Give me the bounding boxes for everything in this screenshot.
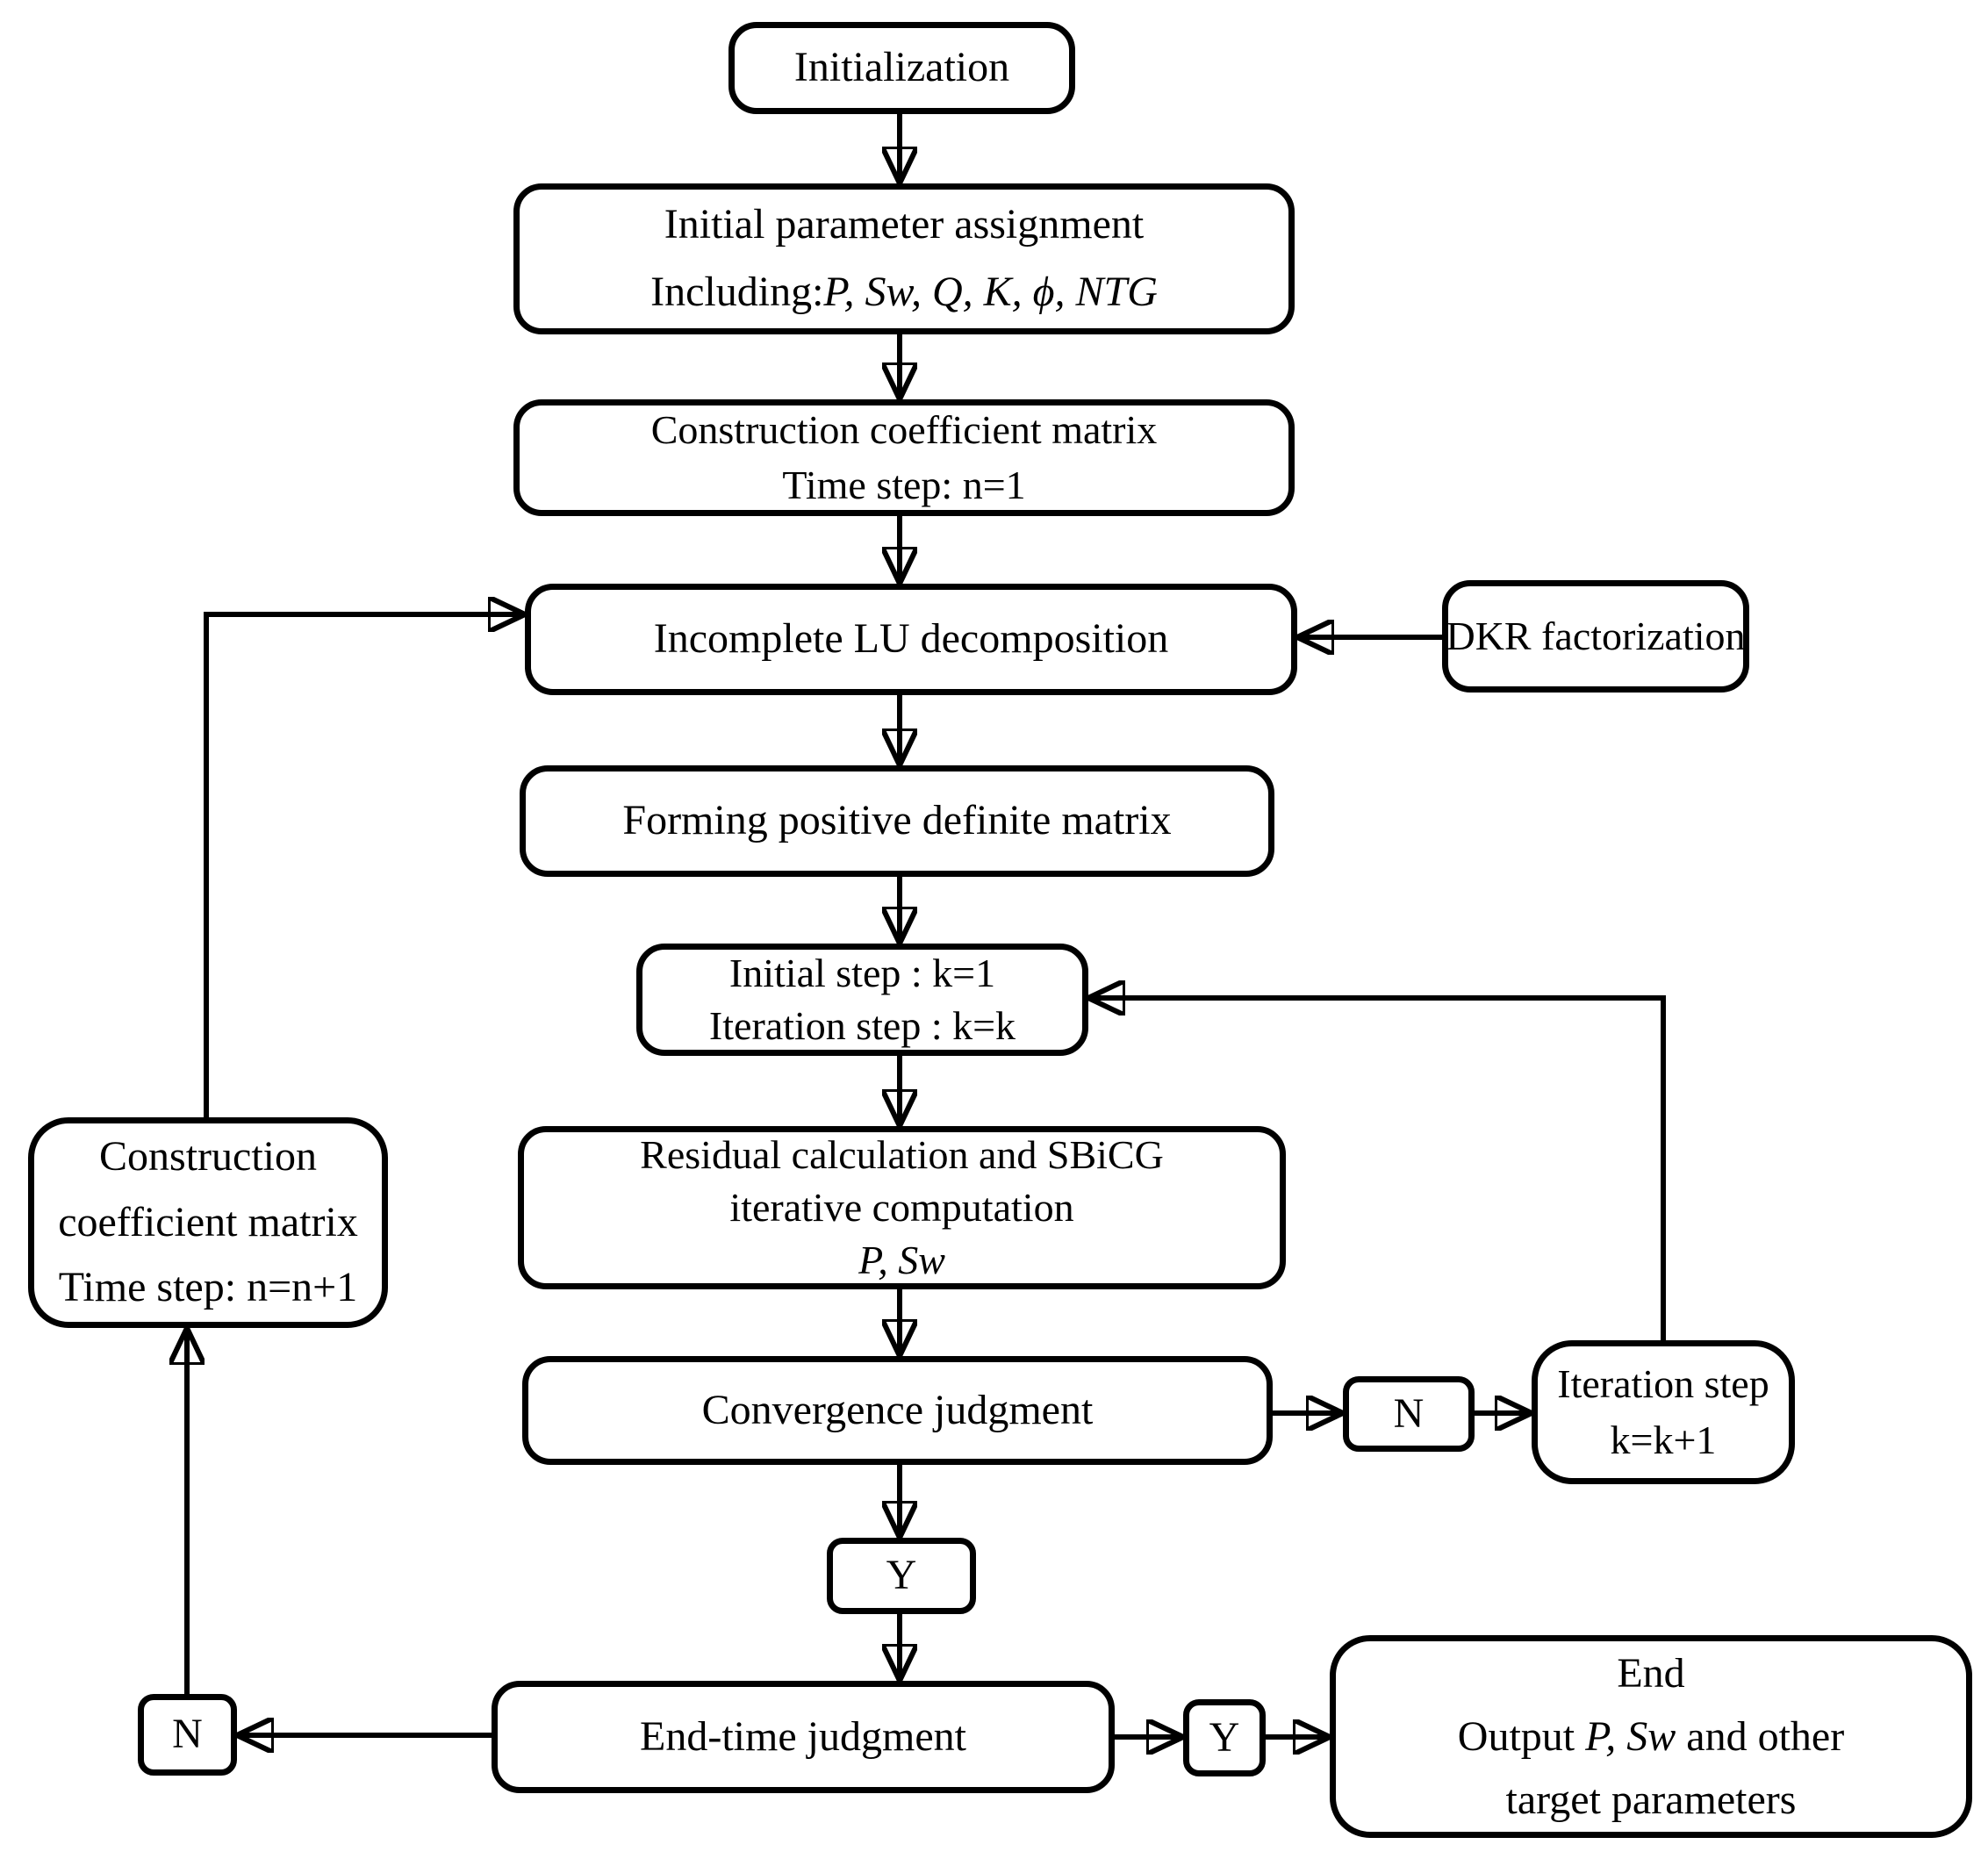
node-initial-step: Initial step : k=1 Iteration step : k=k — [636, 944, 1088, 1056]
node-label-line2: Including:P, Sw, Q, K, ϕ, NTG — [650, 269, 1158, 315]
node-label-line2: Iteration step : k=k — [708, 1003, 1016, 1048]
node-label-line1: Initial parameter assignment — [664, 201, 1145, 248]
node-forming-positive-definite-matrix: Forming positive definite matrix — [520, 765, 1274, 877]
node-label-line2: k=k+1 — [1610, 1417, 1717, 1462]
node-label-line3: P, Sw — [858, 1237, 945, 1282]
node-incomplete-lu-decomposition: Incomplete LU decomposition — [525, 584, 1297, 695]
node-label-line1: Construction — [99, 1133, 317, 1181]
node-construction-coefficient-matrix-n1: Construction coefficient matrix Time ste… — [513, 399, 1295, 516]
node-iteration-step-increment: Iteration step k=k+1 — [1532, 1340, 1795, 1484]
node-label: End-time judgment — [640, 1712, 966, 1760]
node-label: Y — [886, 1552, 917, 1599]
branch-label-n-end-time: N — [138, 1694, 237, 1776]
node-label-line3: Time step: n=n+1 — [58, 1264, 358, 1311]
branch-label-y-end-time: Y — [1183, 1699, 1266, 1776]
node-dkr-factorization: DKR factorization — [1442, 580, 1749, 693]
branch-label-n-convergence: N — [1343, 1376, 1475, 1452]
node-end-output: End Output P, Sw and other target parame… — [1330, 1635, 1972, 1838]
node-convergence-judgment: Convergence judgment — [522, 1356, 1273, 1465]
arrow-construction2-to-lu — [204, 614, 525, 1117]
node-label-line2: coefficient matrix — [58, 1198, 358, 1245]
node-label-line1: Initial step : k=1 — [728, 951, 996, 996]
node-label: DKR factorization — [1446, 614, 1746, 659]
node-label-line2: Output P, Sw and other — [1457, 1712, 1845, 1760]
node-label: N — [1393, 1389, 1425, 1437]
node-label: Convergence judgment — [701, 1386, 1094, 1433]
node-initial-parameter-assignment: Initial parameter assignment Including:P… — [513, 183, 1295, 334]
node-initialization: Initialization — [728, 22, 1075, 114]
node-label-line3: target parameters — [1505, 1776, 1797, 1823]
node-label-line2: iterative computation — [729, 1185, 1074, 1231]
node-label-line1: Construction coefficient matrix — [650, 407, 1158, 453]
node-label-line1: End — [1617, 1649, 1685, 1697]
node-label: Y — [1209, 1713, 1240, 1761]
node-label: Forming positive definite matrix — [622, 797, 1172, 844]
node-label: N — [172, 1711, 203, 1758]
node-label: Incomplete LU decomposition — [653, 615, 1169, 663]
branch-label-y-convergence: Y — [827, 1538, 976, 1614]
node-label-line1: Residual calculation and SBiCG — [640, 1132, 1164, 1178]
node-end-time-judgment: End-time judgment — [492, 1681, 1115, 1793]
arrow-iteration-loop-to-initialstep — [1088, 998, 1666, 1340]
node-label: Initialization — [793, 44, 1010, 91]
node-label-line2: Time step: n=1 — [782, 462, 1026, 507]
node-label-line1: Iteration step — [1557, 1360, 1769, 1406]
node-construction-coefficient-matrix-next: Construction coefficient matrix Time ste… — [28, 1117, 388, 1328]
node-residual-sbicg-computation: Residual calculation and SBiCG iterative… — [518, 1126, 1286, 1289]
